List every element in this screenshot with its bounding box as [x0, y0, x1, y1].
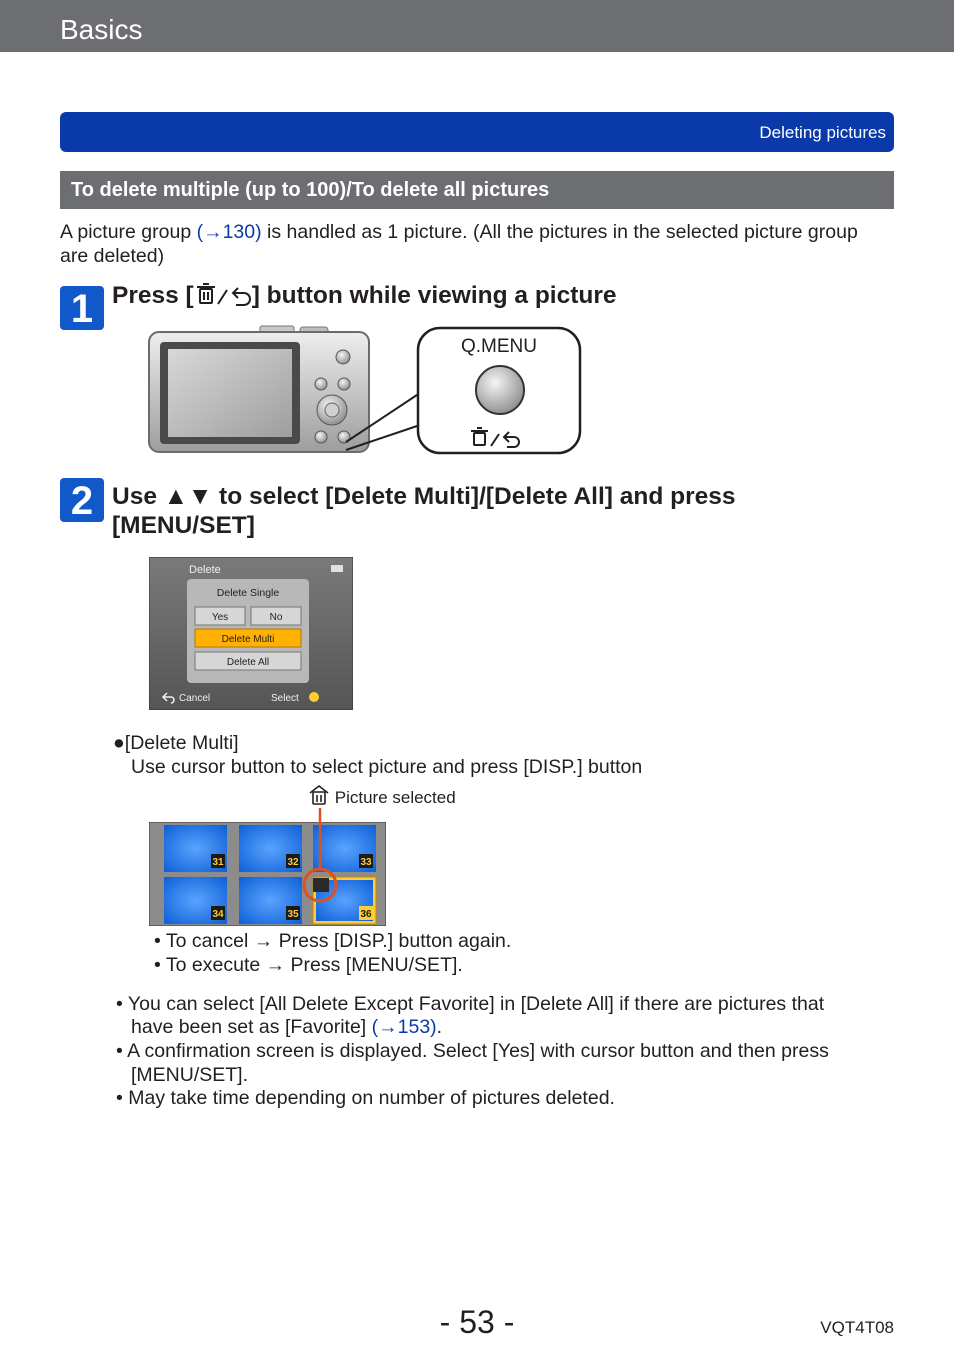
- menu-item-no: No: [270, 612, 283, 623]
- model-code: VQT4T08: [820, 1318, 894, 1337]
- page-link-130[interactable]: (→130): [196, 221, 262, 243]
- delete-multi-instruction: Use cursor button to select picture and …: [131, 756, 643, 778]
- menu-footer-select: Select: [271, 693, 299, 704]
- menu-footer-cancel: Cancel: [179, 693, 210, 704]
- menu-item-delete-multi: Delete Multi: [222, 634, 275, 645]
- menu-item-delete-all: Delete All: [227, 657, 269, 668]
- step-2-badge: 2: [60, 478, 104, 523]
- thumb-num-31: 31: [212, 857, 224, 868]
- step-1-title: Press [ ] button while viewing a picture: [112, 281, 617, 313]
- selected-marker-circle: [302, 867, 338, 903]
- note-1-line2: have been set as [Favorite] (→153).: [131, 1015, 442, 1039]
- note-1-line1: • You can select [All Delete Except Favo…: [116, 993, 825, 1015]
- note-3: • May take time depending on number of p…: [116, 1087, 615, 1109]
- callout-leader-line: [318, 808, 322, 824]
- step-2-title: Use ▲▼ to select [Delete Multi]/[Delete …: [112, 482, 735, 540]
- menu-item-yes: Yes: [212, 612, 228, 623]
- page-link-153[interactable]: (→153): [371, 1016, 437, 1038]
- trash-return-icon: [194, 282, 252, 313]
- step-1-title-end: ] button while viewing a picture: [251, 282, 617, 309]
- delete-multi-bullet: ●[Delete Multi]: [113, 731, 239, 755]
- note-1-text: have been set as [Favorite]: [131, 1016, 372, 1038]
- delete-multi-label: [Delete Multi]: [124, 732, 239, 754]
- step-1-badge: 1: [60, 286, 104, 331]
- thumb-num-32: 32: [287, 857, 299, 868]
- cancel-instruction: • To cancel → Press [DISP.] button again…: [154, 930, 512, 952]
- qmenu-label: Q.MENU: [461, 336, 537, 357]
- section-name: Basics: [60, 14, 143, 45]
- thumb-num-35: 35: [287, 909, 299, 920]
- picture-selected-text: Picture selected: [334, 788, 456, 807]
- intro-text-line2: are deleted): [60, 245, 165, 267]
- intro-paragraph: A picture group (→130) is handled as 1 p…: [60, 220, 900, 268]
- thumbnail-grid-screenshot: 31 32 33 34 35 36: [149, 822, 386, 926]
- thumb-num-33: 33: [360, 857, 372, 868]
- top-header-bar: Basics: [0, 0, 954, 52]
- delete-mark-on-thumb: [313, 878, 329, 892]
- delete-mark-icon: [308, 784, 330, 811]
- intro-text: A picture group: [60, 221, 197, 243]
- step-1-title-start: Press [: [112, 282, 194, 309]
- chapter-bar: Deleting pictures: [60, 112, 894, 152]
- thumb-num-34: 34: [212, 909, 224, 920]
- picture-selected-callout: Picture selected: [308, 784, 456, 811]
- menu-title: Delete: [189, 564, 221, 576]
- page-number: - 53 -: [439, 1304, 515, 1340]
- section-title: To delete multiple (up to 100)/To delete…: [71, 179, 550, 201]
- note-2-line2: [MENU/SET].: [131, 1064, 249, 1086]
- camera-back-illustration: Q.MENU: [148, 325, 582, 455]
- delete-menu-screenshot: Delete Delete Single Yes No Delete Multi…: [149, 557, 353, 710]
- chapter-title[interactable]: Deleting pictures: [759, 123, 886, 142]
- note-1-end: .: [436, 1016, 443, 1038]
- bullet-dot-icon: ●: [113, 732, 125, 754]
- intro-text-cont: is handled as 1 picture. (All the pictur…: [261, 221, 858, 243]
- execute-instruction: • To execute → Press [MENU/SET].: [154, 954, 463, 976]
- step-2-title-line2: [MENU/SET]: [112, 512, 255, 539]
- note-2-line1: • A confirmation screen is displayed. Se…: [116, 1040, 829, 1062]
- section-heading-bar: To delete multiple (up to 100)/To delete…: [60, 171, 894, 209]
- thumb-num-36: 36: [360, 909, 372, 920]
- menu-item-delete-single: Delete Single: [217, 587, 280, 599]
- step-2-title-line1: Use ▲▼ to select [Delete Multi]/[Delete …: [112, 483, 736, 510]
